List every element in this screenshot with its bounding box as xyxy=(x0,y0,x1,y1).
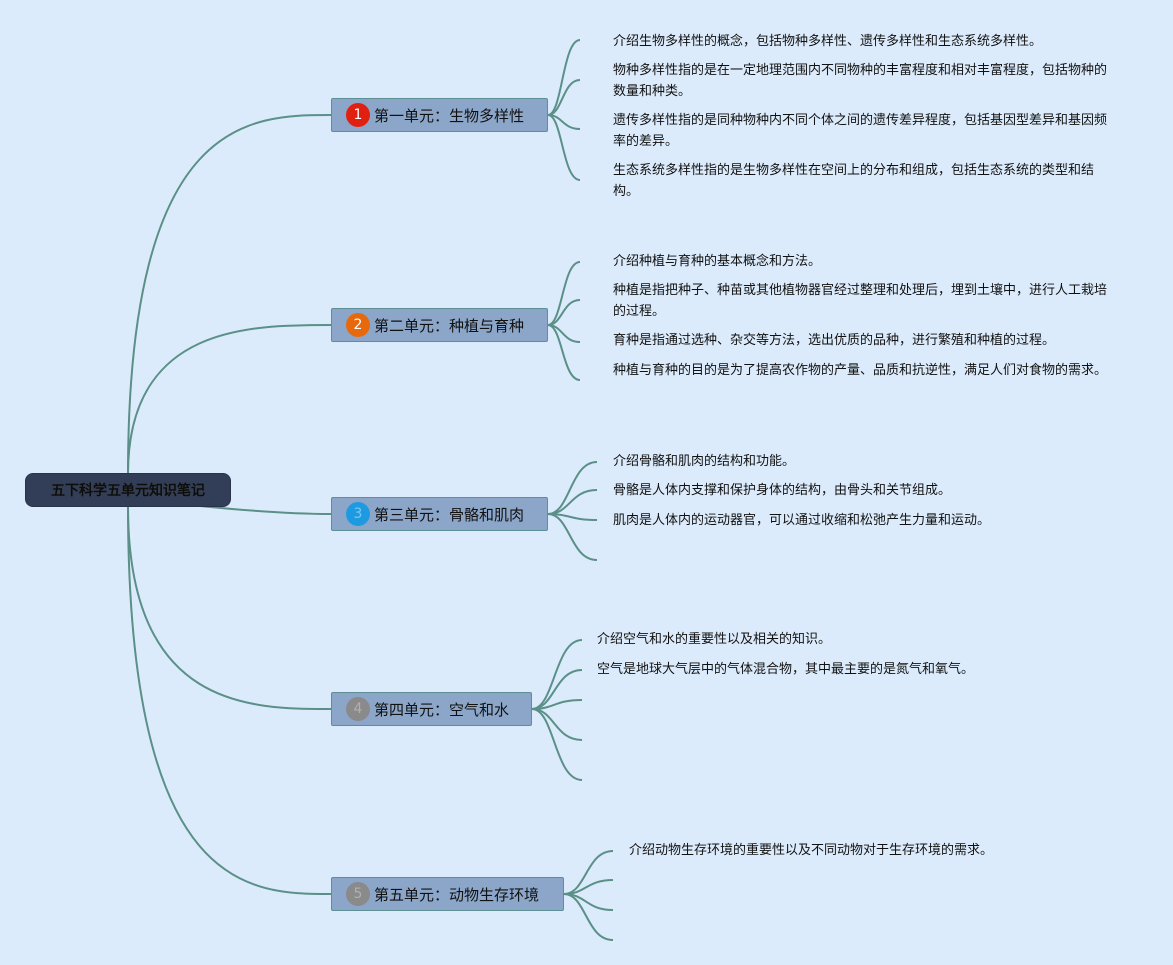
leaf-connector xyxy=(531,699,583,710)
leaf-note[interactable]: 骨骼是人体内支撑和保护身体的结构，由骨头和关节组成。 xyxy=(613,483,952,498)
leaf-note[interactable]: 空气是地球大气层中的气体混合物，其中最主要的是氮气和氧气。 xyxy=(597,662,975,677)
branch-label: 第二单元：种植与育种 xyxy=(374,316,525,335)
leaf-note[interactable]: 介绍动物生存环境的重要性以及不同动物对于生存环境的需求。 xyxy=(629,843,994,858)
leaf-note[interactable]: 物种多样性指的是在一定地理范围内不同物种的丰富程度和相对丰富程度，包括物种的数量… xyxy=(613,63,1108,99)
leaf-connector xyxy=(531,708,583,741)
leaf-connector xyxy=(547,39,581,116)
leaf-connector xyxy=(547,513,598,561)
number-badge-icon: 4 xyxy=(346,697,370,721)
leaf-connector xyxy=(531,708,583,781)
leaf-connector xyxy=(563,850,614,895)
root-connector xyxy=(127,324,332,475)
root-connector xyxy=(199,505,332,515)
branch-label: 第三单元：骨骼和肌肉 xyxy=(374,505,525,524)
leaf-note[interactable]: 介绍骨骼和肌肉的结构和功能。 xyxy=(613,454,796,469)
leaf-note[interactable]: 介绍种植与育种的基本概念和方法。 xyxy=(613,254,822,269)
leaf-connector xyxy=(547,324,581,381)
leaf-connector xyxy=(547,299,581,326)
branch-node-3[interactable]: 3 第三单元：骨骼和肌肉 xyxy=(331,497,548,531)
leaf-connector xyxy=(563,893,614,941)
leaf-note[interactable]: 生态系统多样性指的是生物多样性在空间上的分布和组成，包括生态系统的类型和结构。 xyxy=(613,163,1095,199)
branch-node-5[interactable]: 5 第五单元：动物生存环境 xyxy=(331,877,564,911)
leaf-connector xyxy=(531,639,583,710)
leaf-note[interactable]: 种植是指把种子、种苗或其他植物器官经过整理和处理后，埋到土壤中，进行人工栽培的过… xyxy=(613,283,1108,319)
branch-node-1[interactable]: 1 第一单元：生物多样性 xyxy=(331,98,548,132)
leaf-connector xyxy=(547,79,581,116)
number-badge-icon: 1 xyxy=(346,103,370,127)
branch-label: 第一单元：生物多样性 xyxy=(374,106,525,125)
root-connector xyxy=(127,505,332,895)
root-connector xyxy=(127,114,332,475)
root-label: 五下科学五单元知识笔记 xyxy=(51,483,205,499)
number-badge-icon: 3 xyxy=(346,502,370,526)
leaf-note[interactable]: 遗传多样性指的是同种物种内不同个体之间的遗传差异程度，包括基因型差异和基因频率的… xyxy=(613,113,1108,149)
leaf-connector xyxy=(547,261,581,326)
branch-node-4[interactable]: 4 第四单元：空气和水 xyxy=(331,692,532,726)
leaf-note[interactable]: 肌肉是人体内的运动器官，可以通过收缩和松弛产生力量和运动。 xyxy=(613,513,991,528)
branch-node-2[interactable]: 2 第二单元：种植与育种 xyxy=(331,308,548,342)
leaf-note[interactable]: 介绍空气和水的重要性以及相关的知识。 xyxy=(597,632,832,647)
branch-label: 第五单元：动物生存环境 xyxy=(374,885,540,904)
number-badge-icon: 2 xyxy=(346,313,370,337)
leaf-note[interactable]: 育种是指通过选种、杂交等方法，选出优质的品种，进行繁殖和种植的过程。 xyxy=(613,333,1056,348)
branch-label: 第四单元：空气和水 xyxy=(374,700,510,719)
root-connector xyxy=(127,505,332,710)
root-node[interactable]: 五下科学五单元知识笔记 xyxy=(26,474,230,506)
leaf-note[interactable]: 介绍生物多样性的概念，包括物种多样性、遗传多样性和生态系统多样性。 xyxy=(613,34,1043,49)
number-badge-icon: 5 xyxy=(346,882,370,906)
leaf-connector xyxy=(547,114,581,181)
leaf-connector xyxy=(547,461,598,515)
leaf-note[interactable]: 种植与育种的目的是为了提高农作物的产量、品质和抗逆性，满足人们对食物的需求。 xyxy=(613,363,1108,378)
leaf-connector xyxy=(547,489,598,515)
